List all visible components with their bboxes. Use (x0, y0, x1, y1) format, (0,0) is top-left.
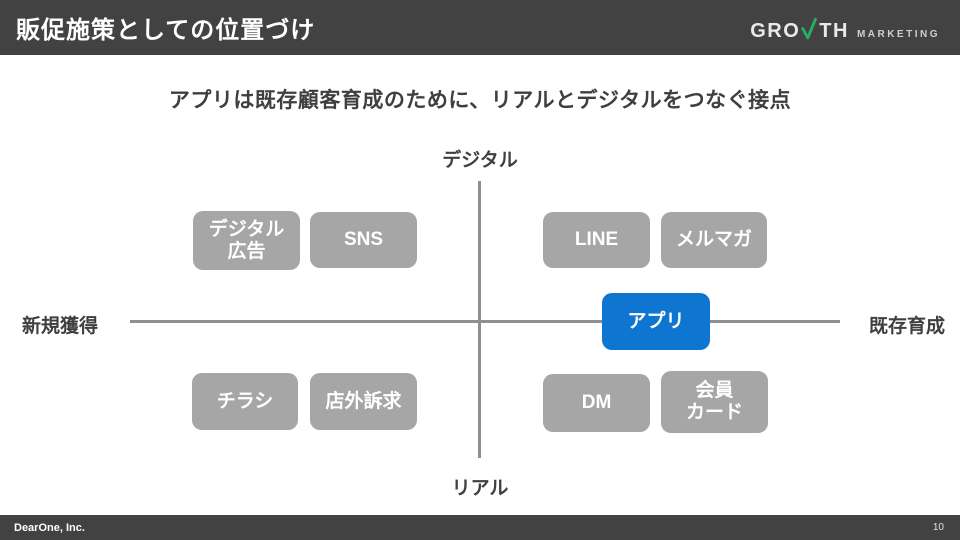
growth-checkmark-icon (801, 17, 818, 40)
vertical-axis-line (478, 181, 481, 458)
item-box-outside-store: 店外訴求 (310, 373, 417, 430)
item-box-mail-magazine: メルマガ (661, 212, 767, 268)
slide-header-bar: 販促施策としての位置づけ GRO TH MARKETING (0, 0, 960, 55)
axis-label-digital: デジタル (442, 150, 518, 171)
logo-text-marketing: MARKETING (856, 29, 940, 40)
slide-subtitle: アプリは既存顧客育成のために、リアルとデジタルをつなぐ接点 (168, 89, 792, 112)
axis-label-real: リアル (451, 478, 509, 499)
logo-text-gro: GRO (750, 20, 801, 42)
item-box-sns: SNS (310, 212, 417, 268)
item-box-digital-ad: デジタル 広告 (193, 211, 300, 270)
item-box-dm: DM (543, 374, 650, 432)
horizontal-axis-line (130, 320, 840, 323)
page-title: 販促施策としての位置づけ (16, 17, 316, 44)
logo-wordmark: GRO TH (750, 12, 849, 43)
item-box-line: LINE (543, 212, 650, 268)
page-number: 10 (932, 522, 944, 533)
item-box-flyer: チラシ (192, 373, 298, 430)
item-box-app-highlight: アプリ (602, 293, 710, 350)
logo-text-th: TH (819, 20, 849, 42)
growth-marketing-logo: GRO TH MARKETING (750, 12, 940, 43)
slide-footer-bar: DearOne, Inc. 10 (0, 515, 960, 540)
axis-label-existing-nurture: 既存育成 (868, 316, 945, 337)
item-box-member-card: 会員 カード (661, 371, 768, 433)
company-name: DearOne, Inc. (14, 521, 85, 534)
axis-label-new-acquisition: 新規獲得 (22, 316, 99, 337)
